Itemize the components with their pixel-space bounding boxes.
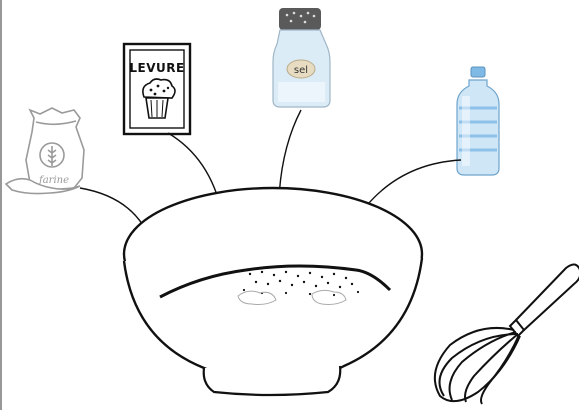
- salt-shaker-icon: sel: [273, 8, 330, 107]
- yeast-packet-icon: LEVURE: [124, 44, 190, 134]
- flour-bag-icon: farine: [6, 108, 84, 194]
- whisk-icon: [435, 264, 579, 404]
- salt-label: sel: [294, 65, 308, 76]
- yeast-label: LEVURE: [129, 61, 184, 75]
- water-bottle-icon: [457, 67, 499, 175]
- mixing-bowl-icon: [124, 188, 422, 395]
- flour-label: farine: [38, 175, 69, 186]
